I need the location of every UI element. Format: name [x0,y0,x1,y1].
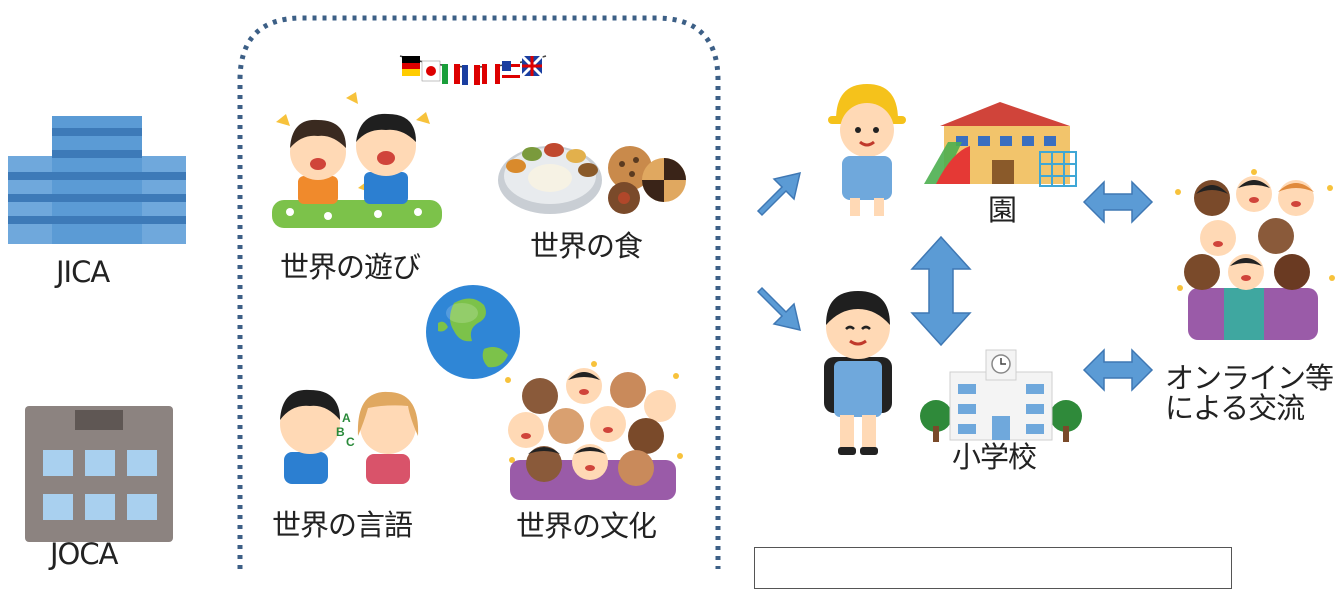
kindergarten-label: 園 [988,193,1017,227]
elementary-label: 小学校 [952,440,1037,474]
globe-icon [424,283,522,381]
kindergarten-child-illustration [822,80,912,220]
empty-caption-box [754,547,1232,589]
language-label: 世界の言語 [272,508,413,542]
children-playing-illustration [268,92,448,232]
svg-text:C: C [346,435,355,449]
arrow-to-kindergarten-icon [752,165,808,221]
joca-label: JOCA [50,537,118,571]
international-children-crowd-illustration [1172,168,1337,340]
food-label: 世界の食 [530,229,643,263]
flags-bunting-icon [398,50,548,88]
svg-text:A: A [342,411,351,425]
world-food-illustration [498,128,688,224]
kindergarten-exchange-arrow-icon [1082,180,1154,224]
world-culture-crowd-illustration [500,360,686,500]
elementary-exchange-arrow-icon [1082,348,1154,392]
joca-building-icon [25,406,173,542]
elementary-school-building-icon [918,346,1084,444]
play-label: 世界の遊び [280,250,421,284]
jica-building-icon [8,116,186,244]
vertical-exchange-arrow-icon [910,235,972,347]
languages-illustration: A B C [270,374,420,484]
jica-label: JICA [56,255,110,289]
exchange-label-line2: による交流 [1165,391,1305,425]
arrow-to-elementary-icon [752,282,808,338]
culture-label: 世界の文化 [516,509,657,543]
svg-text:B: B [336,425,345,439]
elementary-student-illustration [812,285,904,457]
exchange-label-line1: オンライン等 [1165,361,1334,395]
kindergarten-building-icon [922,102,1078,190]
